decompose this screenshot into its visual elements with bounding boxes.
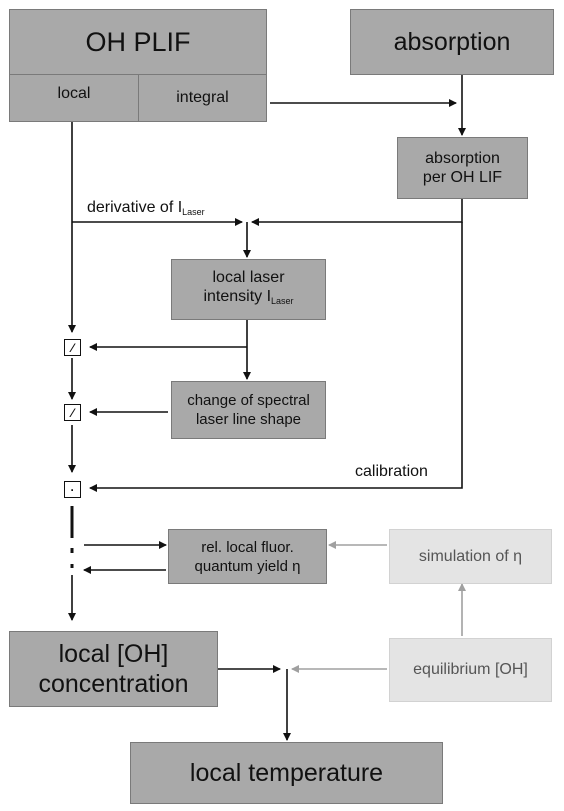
oh-plif-box: OH PLIF (9, 9, 267, 75)
simulation-box: simulation of η (389, 529, 552, 584)
absorption-box: absorption (350, 9, 554, 75)
integral-box: integral (138, 74, 267, 122)
equilibrium-box: equilibrium [OH] (389, 638, 552, 702)
multiply-operator: · (64, 481, 81, 498)
quantum-yield-box: rel. local fluor. quantum yield η (168, 529, 327, 584)
laser-intensity-box: local laser intensity ILaser (171, 259, 326, 320)
line-absorption-to-derivative (251, 199, 463, 226)
local-label: local (57, 85, 91, 102)
quantum-yield-line1: rel. local fluor. (201, 538, 294, 556)
local-box: local (9, 74, 139, 122)
calibration-label: calibration (355, 463, 428, 480)
line-calibration (89, 222, 463, 492)
local-temperature-box: local temperature (130, 742, 443, 804)
derivative-label: derivative of ILaser (87, 199, 205, 217)
spectral-shape-line1: change of spectral (187, 392, 310, 409)
divide-operator-1: ⁄ (64, 339, 81, 356)
quantum-yield-line2: quantum yield η (194, 557, 301, 575)
absorption-per-lif-line1: absorption (425, 150, 500, 167)
laser-intensity-subscript: Laser (271, 296, 294, 306)
equilibrium-label: equilibrium [OH] (413, 661, 528, 678)
oh-concentration-line1: local [OH] (58, 640, 169, 668)
spectral-shape-line2: laser line shape (195, 411, 302, 428)
oh-concentration-line2: concentration (38, 670, 189, 698)
simulation-label: simulation of η (418, 547, 523, 565)
oh-concentration-box: local [OH] concentration (9, 631, 218, 707)
absorption-per-lif-box: absorption per OH LIF (397, 137, 528, 199)
divide-operator-2: ⁄ (64, 404, 81, 421)
absorption-per-lif-line2: per OH LIF (422, 169, 503, 186)
derivative-subscript: Laser (182, 207, 205, 217)
spectral-shape-box: change of spectral laser line shape (171, 381, 326, 439)
absorption-title: absorption (393, 27, 511, 56)
laser-intensity-line1: local laser (212, 269, 285, 286)
integral-label: integral (176, 89, 229, 106)
local-temperature-label: local temperature (189, 758, 384, 787)
laser-intensity-line2: intensity ILaser (203, 288, 294, 306)
oh-plif-title: OH PLIF (85, 26, 191, 57)
